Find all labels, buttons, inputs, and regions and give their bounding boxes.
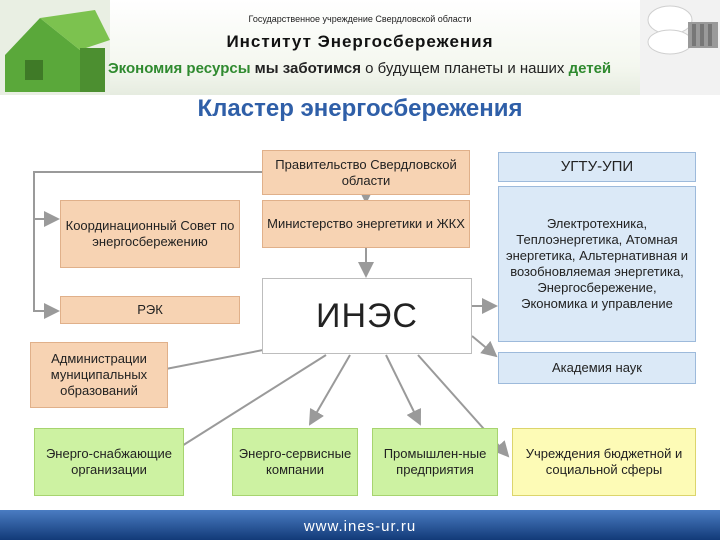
ustu-fields-label: Электротехника, Теплоэнергетика, Атомная…	[505, 216, 689, 311]
website-link[interactable]: www.ines-ur.ru	[303, 518, 417, 535]
government-box: Правительство Свердловской области	[262, 150, 470, 195]
energy-service-box: Энерго-сервисные компании	[232, 428, 358, 496]
rek-label: РЭК	[137, 302, 163, 317]
budget-box: Учреждения бюджетной и социальной сферы	[512, 428, 696, 496]
diagram-title: Кластер энергосбережения	[197, 95, 523, 122]
slogan-end: детей	[568, 60, 612, 77]
ustu-fields-box: Электротехника, Теплоэнергетика, Атомная…	[498, 186, 696, 342]
footer-bar: www.ines-ur.ru	[0, 510, 720, 540]
ustu-box: УГТУ-УПИ	[498, 152, 696, 182]
header-banner: Государственное учреждение Свердловской …	[0, 0, 720, 95]
institution-subtitle: Государственное учреждение Свердловской …	[248, 14, 472, 24]
energy-service-label: Энерго-сервисные компании	[238, 446, 352, 477]
academy-box: Академия наук	[498, 352, 696, 384]
energy-supply-label: Энерго-снабжающие организации	[45, 446, 173, 477]
lightbulb-icon	[640, 0, 720, 95]
industry-label: Промышлен-ные предприятия	[383, 446, 487, 477]
slogan: Экономия ресурсы мы заботимся о будущем …	[108, 60, 611, 77]
coord-council-label: Координационный Совет по энергосбережени…	[65, 218, 235, 249]
ines-box: ИНЭС	[262, 278, 472, 354]
energy-supply-box: Энерго-снабжающие организации	[34, 428, 184, 496]
municipal-box: Администрации муниципальных образований	[30, 342, 168, 408]
government-label: Правительство Свердловской области	[275, 156, 457, 188]
ines-label: ИНЭС	[316, 297, 418, 335]
slogan-normal: о будущем планеты и наших	[365, 60, 569, 77]
municipal-label: Администрации муниципальных образований	[50, 351, 148, 398]
ministry-box: Министерство энергетики и ЖКХ	[262, 200, 470, 248]
institution-name: Институт Энергосбережения	[226, 32, 494, 51]
ministry-label: Министерство энергетики и ЖКХ	[267, 216, 465, 231]
ustu-label: УГТУ-УПИ	[560, 158, 634, 175]
green-house-icon	[0, 0, 110, 95]
budget-label: Учреждения бюджетной и социальной сферы	[525, 446, 683, 477]
rek-box: РЭК	[60, 296, 240, 324]
academy-label: Академия наук	[552, 360, 642, 375]
industry-box: Промышлен-ные предприятия	[372, 428, 498, 496]
coord-council-box: Координационный Совет по энергосбережени…	[60, 200, 240, 268]
slogan-green: Экономия ресурсы	[108, 60, 251, 77]
slogan-mid: мы заботимся	[250, 60, 366, 77]
